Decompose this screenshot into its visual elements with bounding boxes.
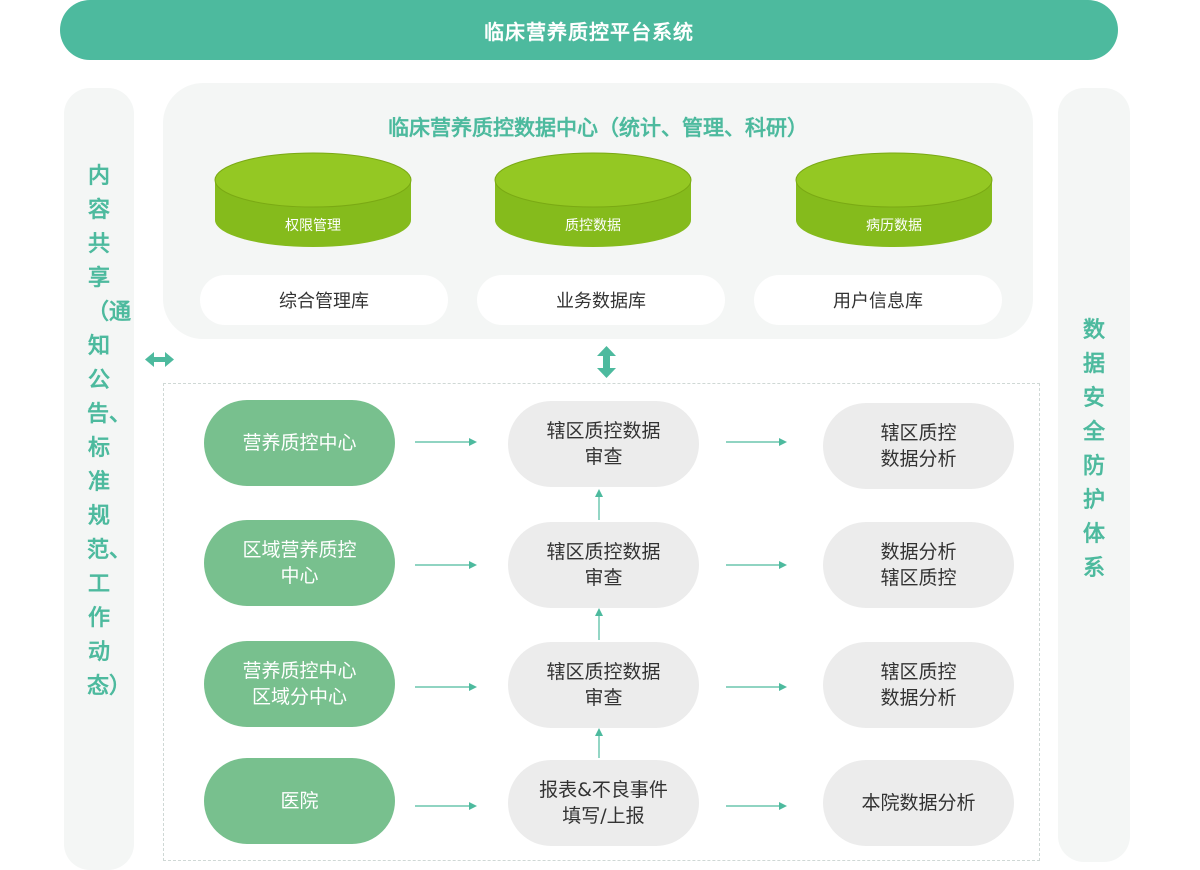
node-hospital: 医院 [204,758,395,844]
flow-container [163,383,1040,861]
security-panel: 数据安全防护体系 [1058,88,1130,862]
store-user-info: 用户信息库 [754,275,1002,325]
store-general-management: 综合管理库 [200,275,448,325]
double-arrow-horizontal-icon [145,352,174,367]
node-review-2: 辖区质控数据 审查 [508,522,699,608]
store-business-data: 业务数据库 [477,275,725,325]
platform-title-bar: 临床营养质控平台系统 [60,0,1118,60]
node-qc-center: 营养质控中心 [204,400,395,486]
cylinder-permission: 权限管理 [214,152,412,248]
content-sharing-panel: 内容共享（通知公告、标准规范、工作动态） [64,88,134,870]
cylinder-label: 质控数据 [565,218,621,234]
node-review-1: 辖区质控数据 审查 [508,401,699,487]
store-label: 用户信息库 [833,291,923,312]
node-analysis-1: 辖区质控 数据分析 [823,403,1014,489]
node-review-3: 辖区质控数据 审查 [508,642,699,728]
double-arrow-vertical-icon [597,346,616,378]
cylinder-label: 权限管理 [285,218,341,234]
node-report: 报表&不良事件 填写/上报 [508,760,699,846]
node-hospital-analysis: 本院数据分析 [823,760,1014,846]
platform-title: 临床营养质控平台系统 [484,19,694,44]
security-label: 数据安全防护体系 [1082,318,1105,581]
node-analysis-2: 数据分析 辖区质控 [823,522,1014,608]
node-regional-qc-center: 区域营养质控 中心 [204,520,395,606]
store-label: 综合管理库 [279,291,369,312]
data-center-title: 临床营养质控数据中心（统计、管理、科研） [388,116,808,140]
cylinder-medical-record: 病历数据 [795,152,993,248]
node-analysis-3: 辖区质控 数据分析 [823,642,1014,728]
cylinder-label: 病历数据 [866,218,922,234]
database-cylinder-icon [795,152,993,247]
database-cylinder-icon [214,152,412,247]
store-label: 业务数据库 [556,291,646,312]
node-regional-sub-center: 营养质控中心 区域分中心 [204,641,395,727]
cylinder-qc-data: 质控数据 [494,152,692,248]
database-cylinder-icon [494,152,692,247]
content-sharing-label: 内容共享（通知公告、标准规范、工作动态） [87,164,132,699]
